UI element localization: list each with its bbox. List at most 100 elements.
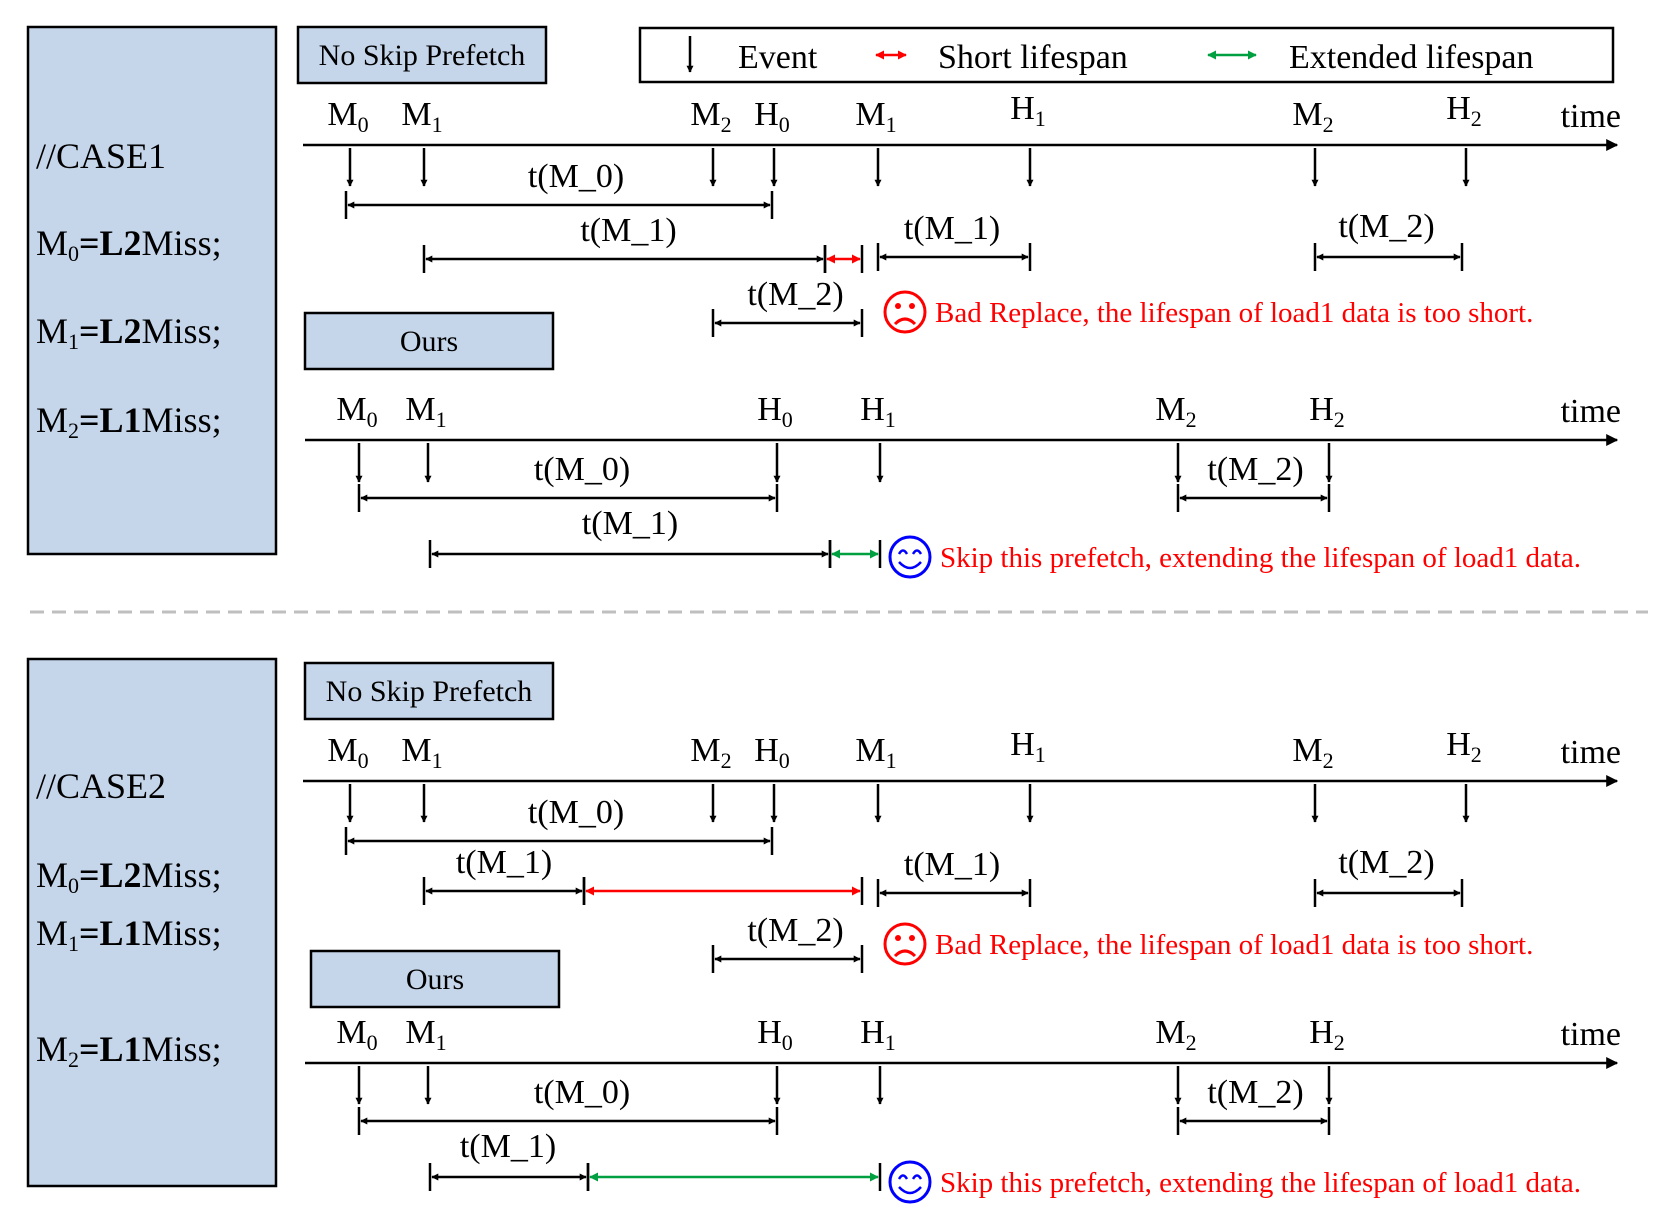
smile-face-icon-eye-left <box>897 1174 909 1180</box>
def-var: M <box>36 223 68 263</box>
no-skip-axis-label: time <box>1561 98 1621 135</box>
no-skip-event-label-5: H1 <box>1010 90 1046 131</box>
bad-replace-note: Bad Replace, the lifespan of load1 data … <box>935 929 1533 961</box>
def-level: L2 <box>100 311 142 351</box>
no-skip-event-label-7: H2 <box>1446 726 1482 767</box>
no-skip-span-m1-second-label: t(M_1) <box>904 846 1000 883</box>
no-skip-span-m1-label: t(M_1) <box>456 844 552 881</box>
sad-face-icon-outline <box>883 290 927 334</box>
no-skip-event-label-7-sub: 2 <box>1471 106 1482 131</box>
case-title: //CASE2 <box>36 766 166 806</box>
ours-event-label-5-letter: H <box>1309 391 1334 428</box>
def-level: L1 <box>100 400 142 440</box>
no-skip-event-label-1-sub: 1 <box>432 112 443 137</box>
def-sub: 2 <box>68 418 79 443</box>
no-skip-event-label-1: M1 <box>401 732 442 773</box>
def-sub: 0 <box>68 873 79 898</box>
no-skip-event-label-4: M1 <box>855 732 896 773</box>
skip-prefetch-note: Skip this prefetch, extending the lifesp… <box>940 1167 1581 1199</box>
ours-event-label-5: H2 <box>1309 1014 1345 1055</box>
no-skip-event-label-6-letter: M <box>1292 732 1322 769</box>
ours-span-m0-label: t(M_0) <box>534 1074 630 1111</box>
case-2: //CASE2M0=L2Miss;M1=L1Miss;M2=L1Miss;No … <box>26 657 1621 1204</box>
no-skip-tag-label: No Skip Prefetch <box>326 675 533 708</box>
no-skip-event-label-3-letter: H <box>754 732 779 769</box>
legend-short-label: Short lifespan <box>938 39 1128 76</box>
no-skip-span-m0-label: t(M_0) <box>528 794 624 831</box>
ours-event-label-0: M0 <box>336 1014 377 1055</box>
no-skip-event-label-2-sub: 2 <box>721 748 732 773</box>
no-skip-event-label-6: M2 <box>1292 732 1333 773</box>
def-level: L1 <box>100 1029 142 1069</box>
no-skip-tag <box>296 25 548 85</box>
no-skip-event-label-3-sub: 0 <box>779 112 790 137</box>
ours-span-m0-label: t(M_0) <box>534 451 630 488</box>
sad-face-icon <box>883 922 927 966</box>
def-rest: Miss; <box>142 400 222 440</box>
def-sub: 0 <box>68 241 79 266</box>
no-skip-span-m2-label: t(M_2) <box>747 276 843 313</box>
no-skip-span-m2-second-label: t(M_2) <box>1338 844 1434 881</box>
no-skip-event-label-0-sub: 0 <box>358 112 369 137</box>
def-sub: 1 <box>68 931 79 956</box>
def-eq: = <box>79 855 100 895</box>
no-skip-event-label-6-sub: 2 <box>1323 748 1334 773</box>
no-skip-event-label-5-sub: 1 <box>1035 742 1046 767</box>
cases-layer: //CASE1M0=L2Miss;M1=L2Miss;M2=L1Miss;No … <box>26 25 1621 1204</box>
ours-event-label-3-sub: 1 <box>885 407 896 432</box>
def-level: L1 <box>100 913 142 953</box>
no-skip-event-label-7-letter: H <box>1446 90 1471 127</box>
def-sub: 2 <box>68 1047 79 1072</box>
no-skip-event-label-4-letter: M <box>855 96 885 133</box>
ours-event-label-1-letter: M <box>405 391 435 428</box>
ours-event-label-4-sub: 2 <box>1186 407 1197 432</box>
def-eq: = <box>79 913 100 953</box>
no-skip-event-label-5-letter: H <box>1010 726 1035 763</box>
case-def-2: M2=L1Miss; <box>36 400 222 443</box>
bad-replace-note: Bad Replace, the lifespan of load1 data … <box>935 297 1533 329</box>
no-skip-event-label-1-letter: M <box>401 96 431 133</box>
smile-face-icon-eye-right <box>911 1174 923 1180</box>
def-level: L2 <box>100 223 142 263</box>
ours-span-m2-label: t(M_2) <box>1207 451 1303 488</box>
sad-face-icon-eye-right <box>909 303 915 309</box>
no-skip-event-label-3: H0 <box>754 732 790 773</box>
ours-event-label-0: M0 <box>336 391 377 432</box>
ours-event-label-1: M1 <box>405 391 446 432</box>
case-def-0: M0=L2Miss; <box>36 223 222 266</box>
ours-event-label-3-letter: H <box>860 1014 885 1051</box>
case-def-2: M2=L1Miss; <box>36 1029 222 1072</box>
no-skip-event-label-0-letter: M <box>327 96 357 133</box>
def-rest: Miss; <box>142 223 222 263</box>
no-skip-event-label-7: H2 <box>1446 90 1482 131</box>
ours-event-label-0-sub: 0 <box>367 1030 378 1055</box>
def-eq: = <box>79 223 100 263</box>
smile-face-icon-eye-right <box>911 549 923 555</box>
case-def-1: M1=L2Miss; <box>36 311 222 354</box>
sad-face-icon-mouth <box>893 949 917 958</box>
no-skip-event-label-4-letter: M <box>855 732 885 769</box>
no-skip-tag-label: No Skip Prefetch <box>319 39 526 72</box>
no-skip-event-label-4-sub: 1 <box>886 748 897 773</box>
ours-event-label-0-sub: 0 <box>367 407 378 432</box>
def-level: L2 <box>100 855 142 895</box>
def-sub: 1 <box>68 329 79 354</box>
ours-span-m1-label: t(M_1) <box>460 1128 556 1165</box>
legend-extended-label: Extended lifespan <box>1289 39 1534 76</box>
no-skip-event-label-1-letter: M <box>401 732 431 769</box>
ours-event-label-4-letter: M <box>1155 391 1185 428</box>
def-var: M <box>36 913 68 953</box>
ours-event-label-4: M2 <box>1155 1014 1196 1055</box>
ours-tag <box>303 311 555 371</box>
no-skip-event-label-0: M0 <box>327 732 368 773</box>
def-var: M <box>36 855 68 895</box>
ours-event-label-3-sub: 1 <box>885 1030 896 1055</box>
no-skip-event-label-1-sub: 1 <box>432 748 443 773</box>
case-title: //CASE1 <box>36 136 166 176</box>
no-skip-event-label-2: M2 <box>690 96 731 137</box>
no-skip-event-label-7-letter: H <box>1446 726 1471 763</box>
